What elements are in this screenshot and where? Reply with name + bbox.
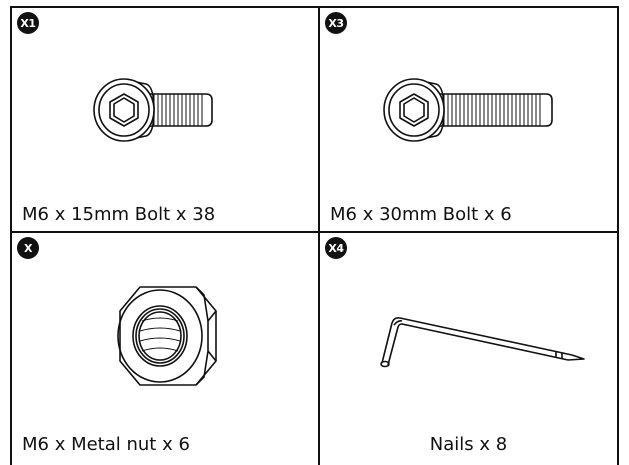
hex-nut-icon xyxy=(117,286,217,386)
part-label: M6 x 15mm Bolt x 38 xyxy=(22,204,216,225)
part-cell-short-bolt: X1 M6 x 15mm Bolt x 38 xyxy=(10,6,320,233)
parts-grid: X1 M6 x 15mm Bolt x 38 X3 xyxy=(10,6,619,465)
part-cell-hex-nut: X M6 x Metal nut x 6 xyxy=(10,233,320,465)
part-label: M6 x Metal nut x 6 xyxy=(22,434,190,455)
quantity-badge: X4 xyxy=(325,237,347,259)
short-bolt-icon xyxy=(93,78,213,142)
quantity-badge: X xyxy=(17,237,39,259)
quantity-badge: X1 xyxy=(17,12,39,34)
part-cell-allen-key: X4 Nails x 8 xyxy=(320,233,619,465)
part-label: M6 x 30mm Bolt x 6 xyxy=(330,204,512,225)
part-cell-long-bolt: X3 M6 x 30mm Bolt x 6 xyxy=(320,6,619,233)
long-bolt-icon xyxy=(383,78,553,142)
part-label: Nails x 8 xyxy=(429,434,508,455)
quantity-badge: X3 xyxy=(325,12,347,34)
allen-key-icon xyxy=(380,317,585,368)
